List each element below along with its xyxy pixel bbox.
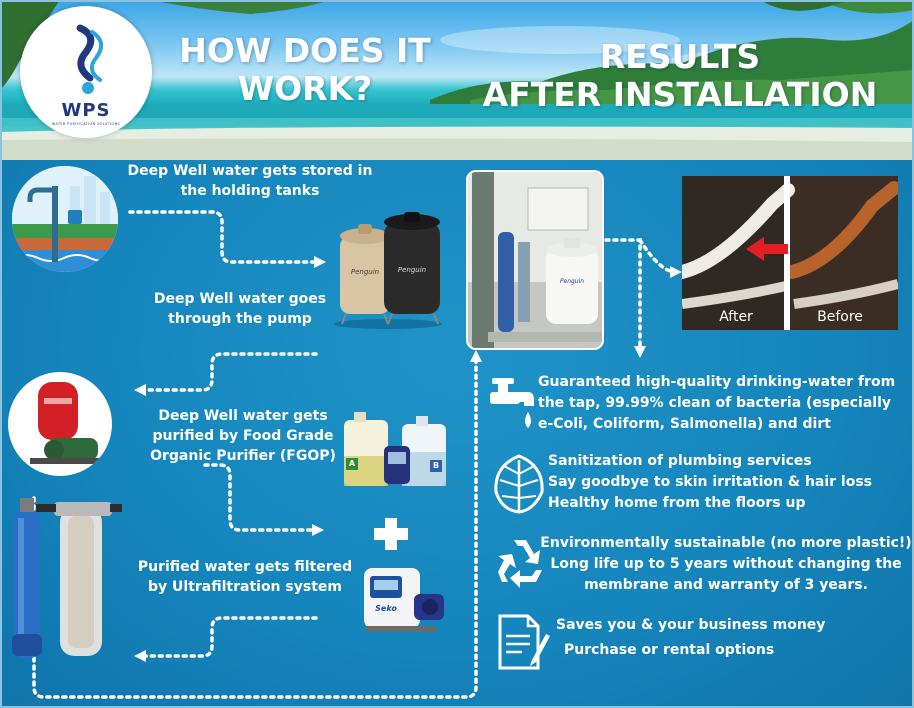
plus-icon	[370, 518, 412, 550]
filter-cartridges-icon	[12, 498, 122, 658]
heading-right-line-1: RESULTS	[599, 37, 761, 76]
step-1-line-2: the holding tanks	[180, 183, 320, 199]
heading-right-line-2: AFTER INSTALLATION	[482, 74, 878, 114]
result-3-text: Environmentally sustainable (no more pla…	[538, 533, 914, 596]
step-pump-text: Deep Well water goes through the pump	[110, 289, 370, 329]
faucet-icon	[484, 372, 538, 432]
purifier-jugs-icon	[344, 412, 446, 486]
result-3-line-3: membrane and warranty of 3 years.	[584, 577, 868, 593]
brand-tagline: WATER PURIFICATION SOLUTIONS	[51, 122, 121, 126]
result-1-line-1: Guaranteed high-quality drinking-water f…	[538, 374, 896, 390]
result-2-line-3: Healthy home from the floors up	[548, 495, 806, 511]
step-2-line-1: Deep Well water goes	[153, 291, 327, 307]
beach-scene	[0, 0, 914, 160]
document-icon	[494, 612, 550, 672]
result-1-line-3: e-Coli, Coliform, Salmonella) and dirt	[538, 416, 831, 432]
brand-name: WPS	[61, 100, 111, 121]
step-fgop-text: Deep Well water gets purified by Food Gr…	[118, 406, 368, 466]
heading-left-line-1: HOW DOES IT	[179, 31, 431, 70]
jug-b-label: B	[432, 461, 440, 470]
pressure-pump-icon	[30, 382, 102, 464]
installed-system-icon	[468, 172, 602, 348]
wps-logo: WPS WATER PURIFICATION SOLUTIONS	[20, 6, 152, 138]
recycle-icon	[492, 534, 548, 590]
ultrafiltration-image	[6, 494, 124, 664]
jug-a-label: A	[348, 459, 356, 468]
result-3-line-1: Environmentally sustainable (no more pla…	[540, 535, 912, 551]
well-pump-icon	[12, 166, 118, 272]
after-label: After	[719, 309, 753, 325]
fgop-purifier-image: A B	[340, 412, 452, 494]
result-4-line-2: Purchase or rental options	[564, 642, 775, 658]
before-label: Before	[817, 309, 863, 325]
water-tanks-icon	[334, 212, 442, 329]
tank-brand-label-2: Penguin	[397, 266, 427, 274]
step-4-line-2: by Ultrafiltration system	[148, 579, 342, 595]
heading-left-line-2: WORK?	[237, 68, 373, 108]
result-1-line-2: the tap, 99.99% clean of bacteria (espec…	[538, 395, 892, 411]
dosing-pump-image: Seko	[360, 564, 448, 636]
step-3-line-2: purified by Food Grade	[152, 428, 334, 444]
how-it-works-heading: HOW DOES IT WORK?	[160, 32, 450, 107]
result-2-line-1: Sanitization of plumbing services	[548, 453, 812, 469]
beach-banner: WPS WATER PURIFICATION SOLUTIONS HOW DOE…	[0, 0, 914, 160]
step-ultrafiltration-text: Purified water gets filtered by Ultrafil…	[110, 557, 380, 597]
result-3-line-2: Long life up to 5 years without changing…	[550, 556, 902, 572]
result-1-text: Guaranteed high-quality drinking-water f…	[538, 372, 914, 435]
step-3-line-3: Organic Purifier (FGOP)	[150, 448, 336, 464]
pump-brand-label: Seko	[375, 604, 397, 613]
tank-brand-label: Penguin	[350, 268, 380, 276]
before-after-photo: After Before	[682, 176, 898, 330]
step-3-line-1: Deep Well water gets	[158, 408, 328, 424]
flow-arrows	[32, 210, 682, 699]
result-4-line-1: Saves you & your business money	[556, 617, 826, 633]
results-heading: RESULTS AFTER INSTALLATION	[450, 38, 910, 113]
step-4-line-1: Purified water gets filtered	[137, 559, 353, 575]
leaf-icon	[490, 452, 548, 514]
water-drop-logo-icon	[76, 24, 104, 94]
result-2-text: Sanitization of plumbing services Say go…	[548, 451, 914, 514]
deep-well-illustration	[12, 166, 118, 272]
result-4-text: Saves you & your business money Purchase…	[556, 613, 856, 663]
step-1-line-1: Deep Well water gets stored in	[127, 163, 373, 179]
holding-tanks-image: Penguin Penguin	[330, 212, 446, 330]
installed-tank-brand: Penguin	[559, 278, 585, 285]
step-2-line-2: through the pump	[168, 311, 312, 327]
step-storage-text: Deep Well water gets stored in the holdi…	[110, 161, 390, 201]
installation-photo: Penguin	[466, 170, 604, 350]
pressure-pump-image	[8, 372, 112, 476]
dosing-pump-icon	[364, 568, 444, 632]
pipe-comparison-icon	[682, 176, 898, 330]
result-2-line-2: Say goodbye to skin irritation & hair lo…	[548, 474, 873, 490]
